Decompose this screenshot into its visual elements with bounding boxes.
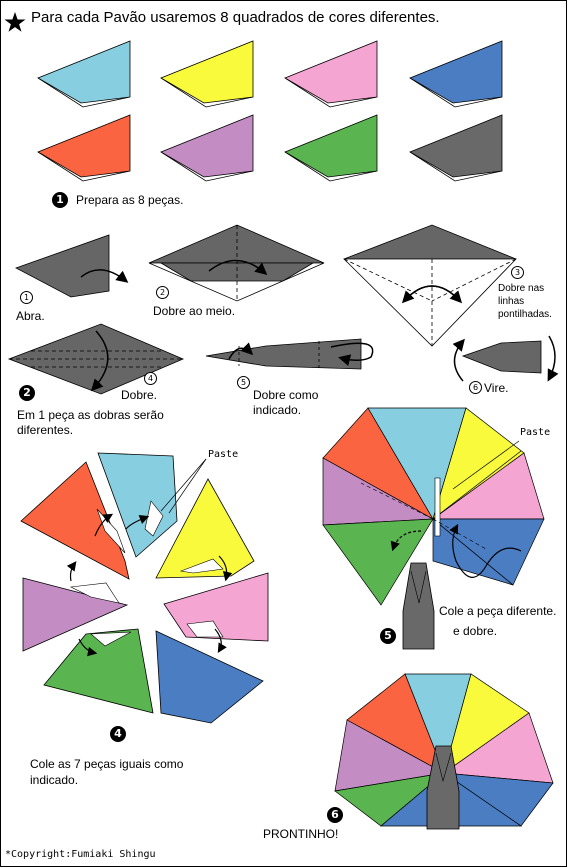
step5-line2: e dobre. [453, 624, 498, 638]
step4-number: 4 [110, 726, 126, 742]
fold-diagram-dotted [343, 224, 517, 347]
substep3-line3: pontilhadas. [498, 309, 552, 320]
piece-purple [160, 114, 254, 182]
copyright-notice: *Copyright:Fumiaki Shingu [5, 849, 156, 860]
finished-peacock [334, 673, 554, 830]
step6-text: PRONTINHO! [263, 827, 339, 841]
piece-green [284, 114, 378, 182]
fold-diagram-open [15, 234, 129, 298]
step4-line1: Cole as 7 peças iguais como [30, 757, 184, 771]
step2-line2: diferentes. [17, 423, 74, 437]
step4-cyan-piece [97, 452, 178, 558]
step2-line1: Em 1 peça as dobras serão [17, 408, 164, 422]
substep1-number: 1 [20, 291, 33, 304]
substep3-line2: linhas [498, 296, 525, 307]
step5-line1: Cole a peça diferente. [439, 604, 557, 618]
step4-pink-piece [163, 572, 269, 654]
substep2-text: Dobre ao meio. [153, 304, 236, 318]
step1-number: 1 [52, 192, 68, 208]
step4-line2: indicado. [30, 773, 79, 787]
fold-diagram-diamond [7, 323, 185, 395]
step1-text: Prepara as 8 peças. [76, 193, 184, 207]
step2-number: 2 [19, 385, 35, 401]
substep5-number: 5 [237, 376, 250, 389]
step5-peacock-fan [322, 407, 545, 606]
piece-gray [409, 114, 503, 182]
step5-gray-piece [402, 562, 435, 650]
piece-cyan [37, 40, 131, 108]
substep1-text: Abra. [16, 309, 45, 323]
substep5-line2: indicado. [253, 403, 302, 417]
substep6-number: 6 [469, 381, 482, 394]
substep2-number: 2 [156, 286, 169, 299]
piece-yellow [160, 40, 254, 108]
step4-green-piece [43, 628, 154, 714]
substep5-line1: Dobre como [253, 388, 319, 402]
piece-blue [409, 40, 503, 108]
step6-number: 6 [327, 807, 343, 823]
substep4-number: 4 [144, 372, 157, 385]
star-icon [4, 12, 26, 32]
step4-yellow-piece [155, 478, 255, 582]
fold-diagram-turn [452, 335, 559, 382]
substep3-line1: Dobre nas [498, 283, 545, 294]
substep3-number: 3 [511, 266, 524, 279]
piece-red [37, 114, 131, 182]
page-title: Para cada Pavão usaremos 8 quadrados de … [31, 9, 440, 26]
step4-purple-piece [22, 561, 129, 652]
step5-paste-label: Paste [520, 427, 551, 438]
piece-pink [284, 40, 378, 108]
substep6-text: Vire. [484, 381, 509, 395]
step4-red-piece [20, 461, 130, 580]
fold-diagram-half [148, 224, 325, 302]
fold-diagram-narrow [205, 338, 374, 370]
step5-number: 5 [380, 628, 396, 644]
step4-paste-label: Paste [208, 449, 239, 460]
substep4-text: Dobre. [121, 388, 158, 402]
step4-blue-piece [155, 630, 264, 724]
